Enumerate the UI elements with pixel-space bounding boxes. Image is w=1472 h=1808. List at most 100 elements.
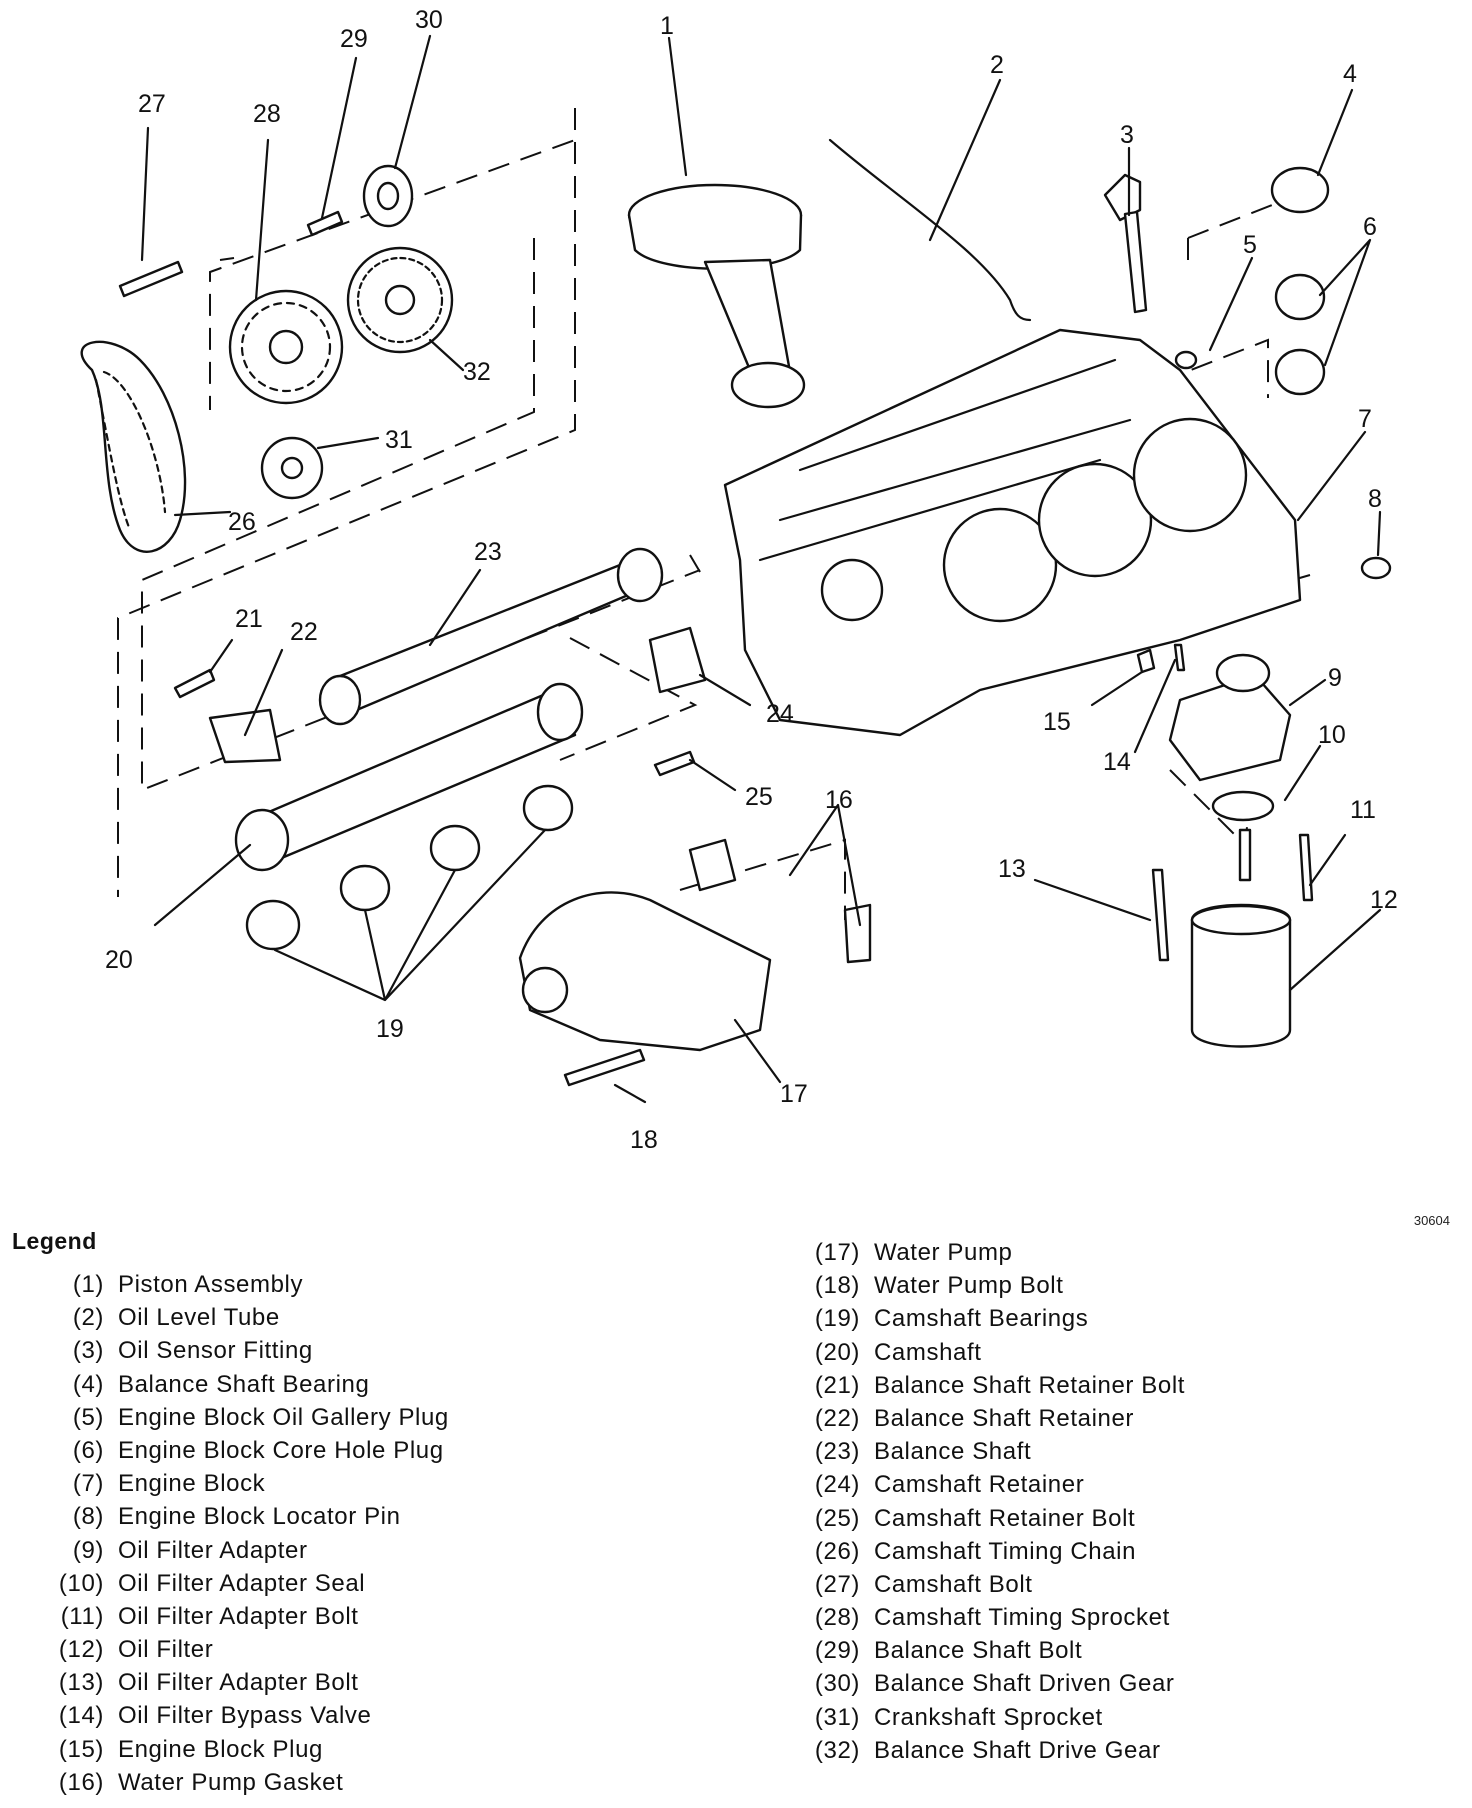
legend-num: (23) [814,1438,860,1466]
legend-label: Crankshaft Sprocket [874,1703,1103,1731]
legend-num: (14) [58,1702,104,1730]
legend-label: Oil Filter Adapter [118,1536,308,1564]
legend-label: Balance Shaft Driven Gear [874,1670,1175,1698]
legend-column-left: (1) Piston Assembly (2)Oil Level Tube (3)… [40,1268,449,1799]
legend-column-right: (17) Water Pump (18) Water Pump Bolt (19)C… [796,1236,1185,1767]
legend-label: Engine Block Core Hole Plug [118,1436,444,1464]
callout-11: 11 [1350,796,1376,824]
legend-label: Water Pump Gasket [118,1768,344,1796]
legend-label: Balance Shaft Bolt [874,1637,1083,1665]
callout-26: 26 [228,508,256,536]
legend-label: Balance Shaft Retainer Bolt [874,1371,1186,1399]
legend-item: (11) Oil Filter Adapter Bolt [40,1600,449,1633]
legend-label: Oil Filter [118,1636,214,1664]
callout-labels: 1 2 3 4 5 6 7 8 9 10 11 12 13 14 15 16 1… [105,6,1398,1154]
legend-label: Oil Filter Bypass Valve [118,1702,372,1730]
legend-num: (7) [72,1470,104,1498]
callout-15: 15 [1043,708,1071,736]
legend-label: Water Pump [874,1239,1013,1266]
oil-filter-adapter-shape [1168,673,1292,782]
legend-label: Oil Filter Adapter Seal [118,1569,366,1597]
legend-label: Engine Block Locator Pin [118,1503,401,1531]
oil-sensor-fitting-shape [1103,173,1142,222]
legend-item: (2)Oil Level Tube [40,1301,449,1334]
legend-label: Camshaft Retainer Bolt [874,1504,1136,1532]
legend-label: Balance Shaft Bearing [118,1370,370,1398]
camshaft-shape [248,688,577,864]
callout-7: 7 [1358,405,1372,433]
legend-item: (5)Engine Block Oil Gallery Plug [40,1401,449,1434]
callout-16: 16 [825,786,853,814]
legend-label: Oil Filter Adapter Bolt [118,1669,359,1697]
legend-item: (8) Engine Block Locator Pin [40,1500,449,1533]
callout-21: 21 [235,605,263,633]
legend-item: (29)Balance Shaft Bolt [796,1634,1185,1667]
callout-5: 5 [1243,231,1257,259]
legend-label: Balance Shaft Retainer [874,1404,1135,1432]
legend-item: (25) Camshaft Retainer Bolt [796,1502,1185,1535]
legend-num: (21) [814,1371,860,1399]
legend-label: Oil Filter Adapter Bolt [118,1602,359,1630]
legend-num: (12) [58,1636,104,1664]
legend-label: Camshaft Timing Sprocket [874,1604,1170,1632]
legend-num: (8) [72,1503,104,1531]
legend-item: (13) Oil Filter Adapter Bolt [40,1666,449,1699]
legend-item: (31)Crankshaft Sprocket [796,1701,1185,1734]
legend-item: (21) Balance Shaft Retainer Bolt [796,1369,1185,1402]
callout-32: 32 [463,358,491,386]
callout-20: 20 [105,946,133,974]
legend-item: (14) Oil Filter Bypass Valve [40,1699,449,1732]
water-pump-shape [518,891,772,1052]
legend-num: (3) [72,1337,104,1365]
callout-4: 4 [1343,60,1357,88]
legend-item: (6)Engine Block Core Hole Plug [40,1434,449,1467]
legend-label: Water Pump Bolt [874,1272,1064,1300]
legend-label: Camshaft Bearings [874,1305,1089,1333]
legend-item: (30)Balance Shaft Driven Gear [796,1667,1185,1700]
callout-30: 30 [415,6,443,34]
legend-item: (22)Balance Shaft Retainer [796,1402,1185,1435]
callout-14: 14 [1103,748,1131,776]
legend-item: (23)Balance Shaft [796,1435,1185,1468]
legend-num: (26) [814,1537,860,1565]
figure-id: 30604 [1413,1213,1450,1228]
legend-num: (20) [814,1338,860,1366]
callout-19: 19 [376,1015,404,1043]
callout-28: 28 [253,100,281,128]
legend-label: Balance Shaft Drive Gear [874,1736,1161,1764]
callout-31: 31 [385,426,413,454]
callout-2: 2 [990,51,1004,79]
legend-num: (13) [58,1669,104,1697]
exploded-engine-diagram: 1 2 3 4 5 6 7 8 9 10 11 12 13 14 15 16 1… [80,6,1398,1154]
legend-label: Camshaft Retainer [874,1471,1085,1499]
legend-num: (16) [58,1768,104,1796]
legend-item: (19)Camshaft Bearings [796,1302,1185,1335]
legend-label: Piston Assembly [118,1271,304,1298]
legend-num: (18) [814,1272,860,1300]
timing-chain-shape [80,340,187,553]
legend-item: (15)Engine Block Plug [40,1733,449,1766]
legend-num: (15) [58,1735,104,1763]
balance-shaft-shape [328,563,642,714]
legend-num: (17) [814,1239,860,1266]
callout-3: 3 [1120,121,1134,149]
legend-item: (27)Camshaft Bolt [796,1568,1185,1601]
legend-item: (17) Water Pump [796,1236,1185,1269]
legend-item: (1) Piston Assembly [40,1268,449,1301]
legend-item: (28)Camshaft Timing Sprocket [796,1601,1185,1634]
legend-num: (11) [60,1602,104,1630]
legend-title: Legend [12,1228,97,1254]
legend-num: (2) [72,1304,104,1332]
legend-label: Engine Block [118,1470,266,1498]
legend-num: (10) [58,1569,104,1597]
callout-18: 18 [630,1126,658,1154]
legend-num: (5) [72,1403,104,1431]
legend-num: (1) [72,1271,104,1298]
callout-1: 1 [660,12,674,40]
legend-num: (25) [814,1504,860,1532]
legend-num: (9) [72,1536,104,1564]
callout-12: 12 [1370,886,1398,914]
camshaft-bolt-shape [118,260,184,298]
legend-item: (26)Camshaft Timing Chain [796,1535,1185,1568]
legend-item: (3)Oil Sensor Fitting [40,1334,449,1367]
